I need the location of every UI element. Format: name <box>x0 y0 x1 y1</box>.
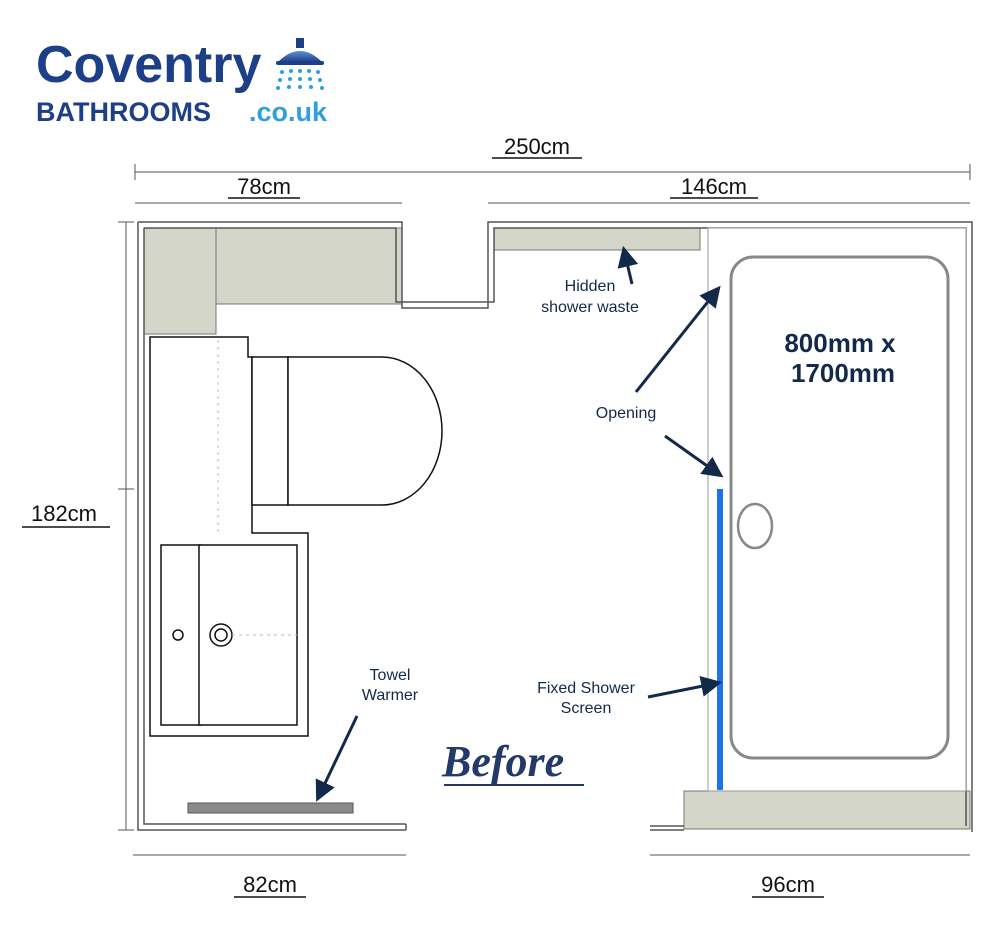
svg-text:800mm x: 800mm x <box>784 328 896 358</box>
brand-sub: BATHROOMS <box>36 97 211 127</box>
svg-text:Hidden: Hidden <box>565 278 616 295</box>
dimension-top-right: 146cm <box>670 174 758 199</box>
brand-domain: .co.uk <box>249 97 328 127</box>
label-towel-warmer: Towel Warmer <box>362 667 419 704</box>
svg-text:96cm: 96cm <box>761 872 815 897</box>
toilet <box>251 356 443 506</box>
shower-tray <box>707 227 967 792</box>
svg-text:Towel: Towel <box>370 667 411 684</box>
svg-text:Screen: Screen <box>561 700 612 717</box>
dimension-lines <box>118 164 971 856</box>
basin <box>160 544 298 726</box>
dimension-total-width: 250cm <box>492 134 582 159</box>
dimension-bottom-right: 96cm <box>752 872 824 898</box>
label-hidden-shower-waste: Hidden shower waste <box>541 278 639 316</box>
dimension-height: 182cm <box>22 501 110 528</box>
svg-text:78cm: 78cm <box>237 174 291 199</box>
annotation-arrows <box>315 245 724 802</box>
brand-name: Coventry <box>36 36 261 94</box>
dimension-bottom-left: 82cm <box>234 872 306 898</box>
brand-logo: Coventry BATHROOMS .co.uk <box>36 36 328 127</box>
label-fixed-shower-screen: Fixed Shower Screen <box>537 680 635 717</box>
stage-label-before: Before <box>441 737 584 786</box>
svg-text:1700mm: 1700mm <box>791 358 895 388</box>
label-tray-size: 800mm x 1700mm <box>784 328 896 388</box>
shower-head-icon <box>276 38 324 90</box>
svg-text:Warmer: Warmer <box>362 687 419 704</box>
svg-text:Before: Before <box>441 737 564 786</box>
boxing-areas <box>143 227 971 830</box>
towel-warmer <box>187 802 354 814</box>
svg-text:250cm: 250cm <box>504 134 570 159</box>
svg-text:146cm: 146cm <box>681 174 747 199</box>
svg-text:shower waste: shower waste <box>541 299 639 316</box>
label-opening: Opening <box>596 405 657 422</box>
dimension-top-left: 78cm <box>228 174 300 199</box>
svg-text:Fixed Shower: Fixed Shower <box>537 680 635 697</box>
svg-text:182cm: 182cm <box>31 501 97 526</box>
svg-text:82cm: 82cm <box>243 872 297 897</box>
